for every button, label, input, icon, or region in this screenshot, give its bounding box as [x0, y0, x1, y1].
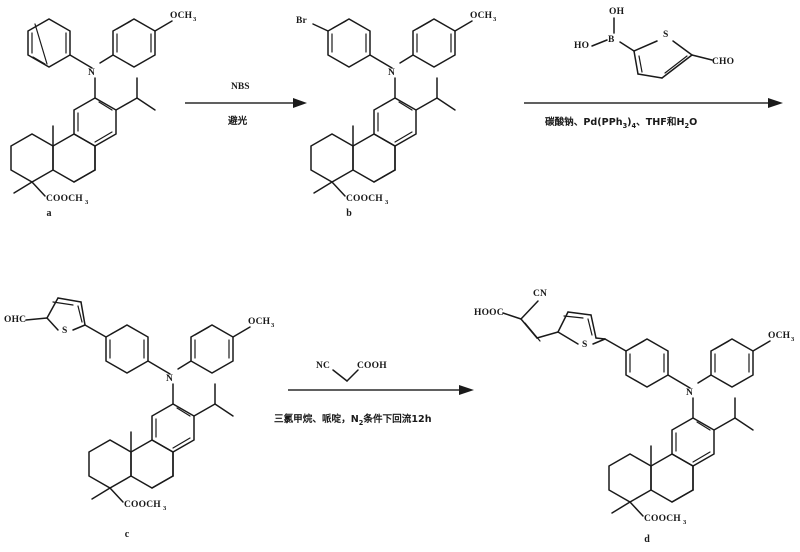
condition-label-knoevenagel: 三氯甲烷、哌啶，N2条件下回流12h	[274, 413, 432, 427]
condition-label-biguang: 避光	[228, 115, 248, 127]
reagent-boronic-acid-structure: OH HO B S CHO	[574, 7, 734, 79]
atom-sub-och3-c: 3	[271, 322, 275, 329]
atom-sub-och3-d: 3	[791, 336, 795, 343]
atom-label-oh-boronic: OH	[609, 7, 625, 17]
atom-label-och3-a: OCH	[170, 11, 193, 21]
atom-label-och3-b: OCH	[470, 11, 493, 21]
atom-sub-cooch3-c: 3	[163, 505, 167, 512]
atom-label-ohc-c: OHC	[4, 315, 26, 325]
atom-sub-och3-b: 3	[493, 16, 497, 23]
atom-label-s-c: S	[62, 326, 67, 336]
atom-sub-och3-a: 3	[193, 16, 197, 23]
compound-label-b: b	[346, 208, 352, 219]
atom-label-och3-c: OCH	[248, 317, 271, 327]
atom-label-n-d: N	[686, 388, 693, 398]
atom-label-b-boronic: B	[608, 35, 615, 45]
compound-b-structure: Br N OCH 3 COOCH 3	[296, 11, 497, 206]
condition-label-suzuki: 碳酸钠、Pd(PPh3)4、THF和H2O	[545, 116, 697, 130]
atom-label-cn-d: CN	[533, 289, 547, 299]
compound-c-structure: OHC S N OCH 3	[4, 297, 275, 512]
atom-sub-cooch3-d: 3	[683, 519, 687, 526]
atom-label-s-boronic: S	[663, 30, 668, 40]
atom-label-n-b: N	[388, 68, 395, 78]
compound-label-a: a	[47, 208, 52, 219]
atom-label-nc-reagent: NC	[316, 361, 330, 371]
atom-label-cooch3-b: COOCH	[346, 194, 383, 204]
atom-label-br-b: Br	[296, 16, 308, 26]
reaction-arrow-2: 碳酸钠、Pd(PPh3)4、THF和H2O	[524, 98, 783, 130]
atom-label-cooch3-a: COOCH	[46, 194, 83, 204]
reagent-label-nbs: NBS	[231, 82, 249, 92]
compound-a-structure: N OCH 3 COOCH 3	[10, 11, 197, 206]
atom-label-cooh-reagent: COOH	[357, 361, 387, 371]
atom-label-cho-boronic: CHO	[712, 57, 734, 67]
compound-d-structure: HOOC CN S N OCH 3	[474, 289, 795, 526]
atom-sub-cooch3-a: 3	[85, 199, 89, 206]
atom-label-s-d: S	[582, 340, 587, 350]
atom-label-cooch3-c: COOCH	[124, 500, 161, 510]
atom-sub-cooch3-b: 3	[385, 199, 389, 206]
atom-label-cooch3-d: COOCH	[644, 514, 681, 524]
compound-label-d: d	[644, 534, 650, 545]
atom-label-ho-boronic: HO	[574, 41, 589, 51]
compound-label-c: c	[125, 529, 130, 540]
reagent-cyanoacetic-acid-structure: NC COOH	[316, 361, 387, 382]
atom-label-n-c: N	[166, 374, 173, 384]
reaction-arrow-3: 三氯甲烷、哌啶，N2条件下回流12h	[274, 385, 474, 427]
reaction-arrow-1: NBS 避光	[185, 82, 307, 127]
atom-label-hooc-d: HOOC	[474, 308, 504, 318]
atom-label-n-a: N	[88, 68, 95, 78]
atom-label-och3-d: OCH	[768, 331, 791, 341]
